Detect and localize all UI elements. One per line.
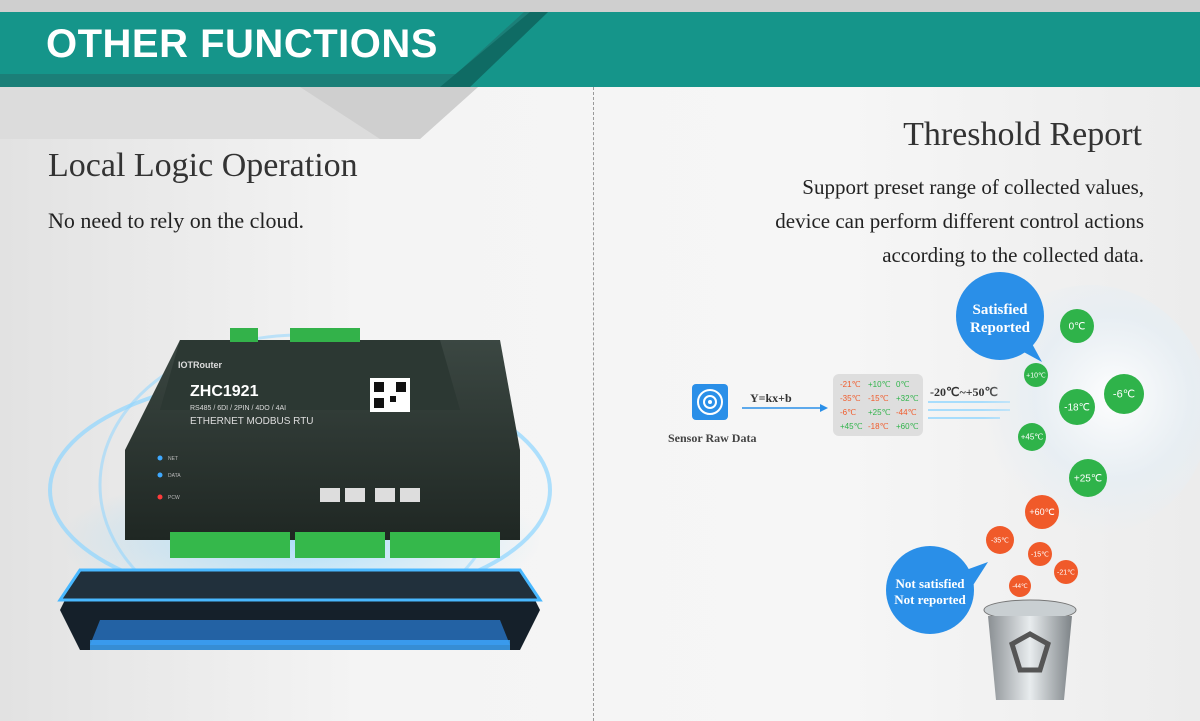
table-cell: -44℃ (896, 408, 917, 417)
table-cell: +25℃ (868, 408, 891, 417)
value-ball (1059, 389, 1095, 425)
value-ball-label: +60℃ (1029, 507, 1054, 517)
description-line: according to the collected data. (882, 243, 1144, 267)
table-cell: -15℃ (868, 394, 889, 403)
value-ball-label: -18℃ (1064, 402, 1090, 413)
value-ball (986, 526, 1014, 554)
local-logic-subtitle: No need to rely on the cloud. (48, 208, 304, 233)
arrow-right-icon (820, 404, 828, 412)
value-ball-label: -6℃ (1113, 389, 1135, 401)
value-ball-label: 0℃ (1069, 321, 1086, 332)
satisfied-label-line1: Satisfied (972, 302, 1028, 318)
value-ball (1104, 374, 1144, 414)
sensor-label: Sensor Raw Data (668, 431, 756, 445)
value-ball (1018, 423, 1046, 451)
description-line: Support preset range of collected values… (802, 175, 1144, 199)
threshold-report-title: Threshold Report (903, 116, 1142, 153)
threshold-report-description: Support preset range of collected values… (624, 170, 1144, 272)
table-cell: -35℃ (840, 394, 861, 403)
device-model: ZHC1921 (190, 383, 259, 400)
formula-label: Y=kx+b (750, 391, 792, 405)
device-illustration: IOTRouter ZHC1921 RS485 / 6DI / 2PIN / 4… (48, 328, 552, 650)
device-spec: RS485 / 6DI / 2PIN / 4DO / 4AI (190, 405, 286, 412)
table-cell: +32℃ (896, 394, 919, 403)
value-ball (1054, 560, 1078, 584)
banner-shadow (0, 87, 478, 139)
recycle-bin-icon (983, 599, 1077, 700)
value-ball-label: +25℃ (1074, 473, 1102, 484)
table-cell: -6℃ (840, 408, 856, 417)
led-data-label: DATA (168, 473, 181, 479)
led-net-label: NET (168, 456, 178, 462)
threshold-bubbles: Satisfied Reported 0℃ +10℃ -18℃ -6℃ +45℃ +25℃… (886, 272, 1200, 700)
unsatisfied-label-line1: Not satisfied (896, 576, 966, 591)
value-ball-label: -15℃ (1031, 551, 1049, 558)
satisfied-label-line2: Reported (970, 320, 1031, 336)
table-cell: 0℃ (896, 380, 909, 389)
description-line: device can perform different control act… (775, 209, 1144, 233)
value-ball-label: -35℃ (991, 537, 1009, 544)
value-ball (1009, 575, 1031, 597)
value-ball (1028, 542, 1052, 566)
title-banner (0, 12, 548, 87)
value-ball-label: +10℃ (1026, 372, 1046, 379)
device-brand: IOTRouter (178, 360, 222, 370)
value-ball (1024, 363, 1048, 387)
table-cell: +60℃ (896, 422, 919, 431)
device-protocol: ETHERNET MODBUS RTU (190, 416, 314, 427)
table-cell: +45℃ (840, 422, 863, 431)
value-ball-label: +45℃ (1021, 433, 1044, 442)
led-pcw-label: PCW (168, 495, 180, 501)
top-strip (0, 0, 1200, 12)
table-cell: -18℃ (868, 422, 889, 431)
value-ball (1025, 495, 1059, 529)
banner-title: OTHER FUNCTIONS (46, 22, 438, 66)
section-divider (593, 87, 594, 721)
local-logic-title: Local Logic Operation (48, 147, 358, 184)
value-ball-label: -21℃ (1057, 569, 1075, 576)
data-flow-diagram: Sensor Raw Data Y=kx+b -21℃ +10℃ 0℃ -35℃ -15… (668, 374, 1010, 445)
table-cell: +10℃ (868, 380, 891, 389)
table-cell: -21℃ (840, 380, 861, 389)
unsatisfied-label-line2: Not reported (894, 592, 966, 607)
value-ball (1069, 459, 1107, 497)
value-ball-label: -44℃ (1012, 584, 1028, 590)
value-ball (1060, 309, 1094, 343)
